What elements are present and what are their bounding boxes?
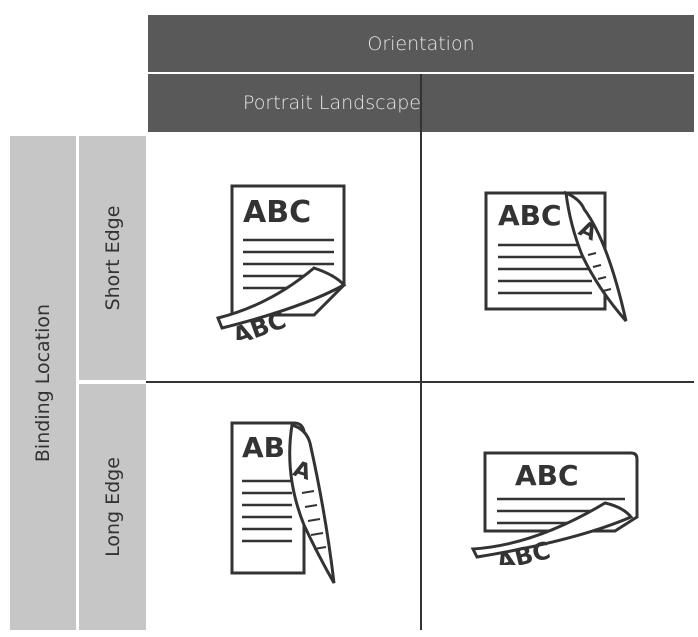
binding-location-bar: Binding Location (10, 136, 76, 630)
orientation-options-label: Portrait Landscape (243, 92, 421, 114)
grid-horizontal-divider (146, 381, 694, 383)
short-edge-label: Short Edge (101, 205, 124, 311)
binding-location-label: Binding Location (32, 303, 54, 463)
long-edge-label: Long Edge (101, 457, 124, 557)
landscape-short-edge-icon: ABC A (484, 190, 628, 322)
portrait-long-main-text: AB (242, 431, 285, 464)
grid-vertical-divider (420, 74, 422, 630)
long-edge-bar: Long Edge (79, 384, 146, 630)
portrait-long-edge-icon: AB A (230, 421, 336, 584)
landscape-short-main-text: ABC (498, 199, 562, 232)
landscape-long-main-text: ABC (515, 459, 579, 492)
portrait-short-main-text: ABC (243, 195, 311, 230)
short-edge-bar: Short Edge (79, 136, 146, 380)
landscape-long-edge-icon: ABC ABC (470, 451, 639, 565)
portrait-short-edge-icon: ABC ABC (215, 184, 347, 340)
orientation-label: Orientation (367, 32, 475, 55)
orientation-header: Orientation (148, 15, 694, 72)
portrait-long-flap-text: A (290, 457, 314, 486)
